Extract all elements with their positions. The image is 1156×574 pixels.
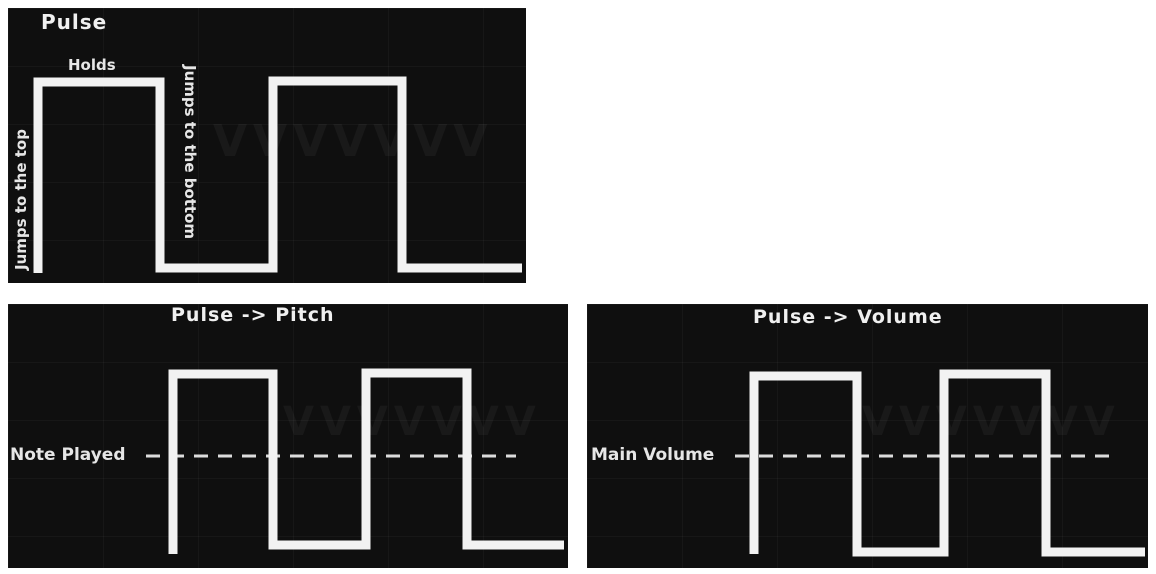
holds-label: Holds (68, 56, 116, 74)
pulse-pitch-panel: VVVVVVV Pulse -> Pitch Note Played (8, 304, 568, 568)
panel-grid (8, 8, 526, 283)
pulse-panel: VVVVVVV Pulse Holds Jumps to the top Jum… (8, 8, 526, 283)
panel-title: Pulse -> Volume (753, 306, 943, 328)
jumps-to-top-label: Jumps to the top (12, 129, 30, 270)
jumps-to-bottom-label: Jumps to the bottom (181, 65, 199, 240)
pulse-wave (33, 76, 522, 273)
panel-title: Pulse (41, 10, 108, 34)
main-volume-label: Main Volume (591, 445, 715, 465)
panel-grid (587, 304, 1148, 568)
panel-title: Pulse -> Pitch (171, 304, 335, 326)
background-watermark: VVVVVVV (213, 116, 493, 167)
note-played-label: Note Played (10, 445, 126, 465)
pulse-volume-panel: VVVVVVV Pulse -> Volume Main Volume (587, 304, 1148, 568)
panel-grid (8, 304, 568, 568)
background-watermark: VVVVVVV (283, 399, 542, 445)
pitch-wave (146, 368, 564, 554)
background-watermark: VVVVVVV (862, 399, 1121, 445)
volume-wave (735, 369, 1145, 557)
